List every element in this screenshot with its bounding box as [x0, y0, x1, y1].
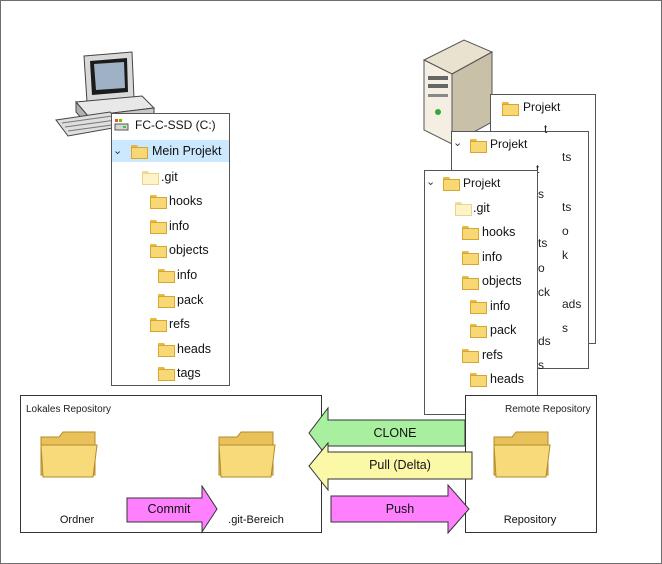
folder-icon — [470, 373, 487, 387]
folder-icon — [470, 139, 487, 153]
commit-label: Commit — [147, 502, 191, 516]
partial-text: ads — [562, 297, 582, 311]
partial-text: ts — [562, 200, 572, 214]
tree-title: Projekt — [523, 100, 561, 114]
tree-item[interactable]: objects — [169, 243, 209, 257]
partial-text: ck — [538, 285, 550, 299]
push-arrow — [330, 484, 470, 534]
folder-icon — [462, 349, 479, 363]
folder-icon — [150, 195, 167, 209]
push-label: Push — [385, 502, 415, 516]
partial-text: ts — [538, 236, 548, 250]
folder-label: Repository — [503, 514, 557, 526]
folder-icon — [150, 220, 167, 234]
folder-label: .git-Bereich — [228, 514, 284, 526]
tree-item[interactable]: info — [490, 299, 511, 313]
folder-icon — [158, 269, 175, 283]
partial-text: s — [538, 187, 544, 201]
tree-item[interactable]: hooks — [169, 194, 203, 208]
partial-text: s — [562, 321, 568, 335]
tree-item[interactable]: .git — [161, 170, 178, 184]
tree-item[interactable]: refs — [169, 317, 190, 331]
tree-item[interactable]: info — [482, 250, 503, 264]
commit-arrow — [126, 485, 218, 534]
tree-item[interactable]: hooks — [482, 225, 516, 239]
clone-arrow — [308, 406, 466, 460]
folder-icon — [462, 251, 479, 265]
partial-text: ds — [538, 334, 551, 348]
folder-icon — [158, 343, 175, 357]
folder-icon — [493, 431, 551, 478]
tree-item[interactable]: info — [169, 219, 190, 233]
local-tree: FC-C-SSD (C:) ⌄ Mein Projekt .git hooks … — [111, 113, 230, 386]
drive-label[interactable]: FC-C-SSD (C:) — [135, 118, 216, 132]
pull-arrow — [308, 442, 473, 492]
folder-icon — [131, 145, 148, 159]
tree-item[interactable]: refs — [482, 348, 503, 362]
chevron-down-icon[interactable]: ⌄ — [113, 145, 123, 157]
folder-icon — [502, 102, 519, 116]
folder-icon — [40, 431, 98, 478]
folder-icon — [470, 300, 487, 314]
tree-item[interactable]: objects — [482, 274, 522, 288]
tree-title: Projekt — [463, 176, 501, 190]
tree-item[interactable]: heads — [490, 372, 525, 386]
partial-text: o — [562, 224, 569, 238]
folder-icon — [443, 177, 460, 191]
partial-text: t — [536, 162, 540, 176]
folder-icon — [142, 171, 159, 185]
partial-text: ts — [562, 150, 572, 164]
server-icon — [422, 39, 494, 145]
tree-item[interactable]: pack — [177, 293, 204, 307]
tree-item[interactable]: heads — [177, 342, 212, 356]
folder-label: Ordner — [59, 514, 95, 526]
folder-icon — [462, 226, 479, 240]
folder-icon — [150, 244, 167, 258]
tree-item[interactable]: info — [177, 268, 198, 282]
tree-item[interactable]: pack — [490, 323, 517, 337]
chevron-down-icon: ⌄ — [453, 137, 463, 149]
folder-icon — [462, 276, 479, 290]
drive-icon — [114, 119, 129, 131]
remote-repository-box: Remote Repository Repository — [465, 395, 597, 533]
chevron-down-icon: ⌄ — [426, 176, 436, 188]
remote-tree-front: ⌄ Projekt .git hooks info objects info p… — [424, 170, 538, 415]
folder-icon — [455, 202, 472, 216]
folder-icon — [158, 367, 175, 381]
folder-icon — [158, 294, 175, 308]
partial-text: k — [562, 248, 568, 262]
partial-text: o — [538, 261, 545, 275]
clone-label: CLONE — [373, 426, 417, 440]
partial-text: s — [538, 358, 544, 372]
tree-title: Projekt — [490, 137, 528, 151]
pull-label: Pull (Delta) — [369, 458, 431, 472]
partial-text: t — [544, 122, 548, 136]
folder-icon — [218, 431, 276, 478]
remote-repo-title: Remote Repository — [505, 404, 591, 415]
project-label[interactable]: Mein Projekt — [152, 144, 222, 158]
folder-icon — [470, 324, 487, 338]
tree-item[interactable]: tags — [177, 366, 201, 380]
local-repo-title: Lokales Repository — [26, 404, 112, 415]
tree-item[interactable]: .git — [473, 201, 490, 215]
folder-icon — [150, 318, 167, 332]
